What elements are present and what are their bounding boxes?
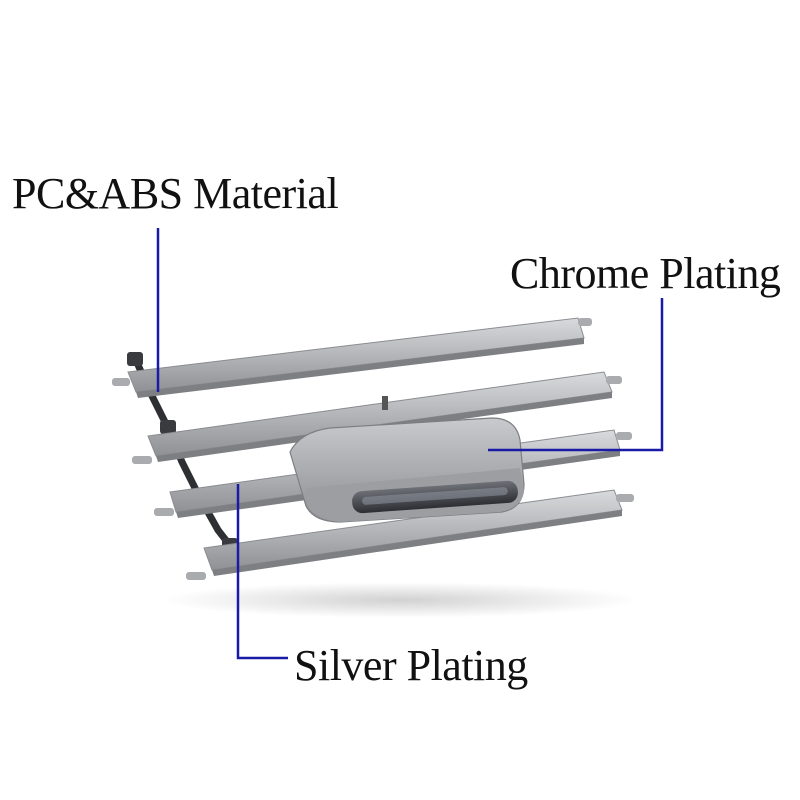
leader-line-chrome — [488, 298, 664, 452]
leader-lines — [156, 228, 664, 660]
knob-stem — [382, 396, 388, 410]
floor-shadow — [160, 582, 640, 618]
label-chrome-plating: Chrome Plating — [510, 249, 781, 298]
vent-knob — [289, 417, 525, 523]
leader-line-silver — [236, 484, 288, 660]
slat-1 — [112, 317, 592, 398]
label-silver-plating: Silver Plating — [294, 641, 528, 690]
label-pc-abs-material: PC&ABS Material — [12, 169, 339, 218]
